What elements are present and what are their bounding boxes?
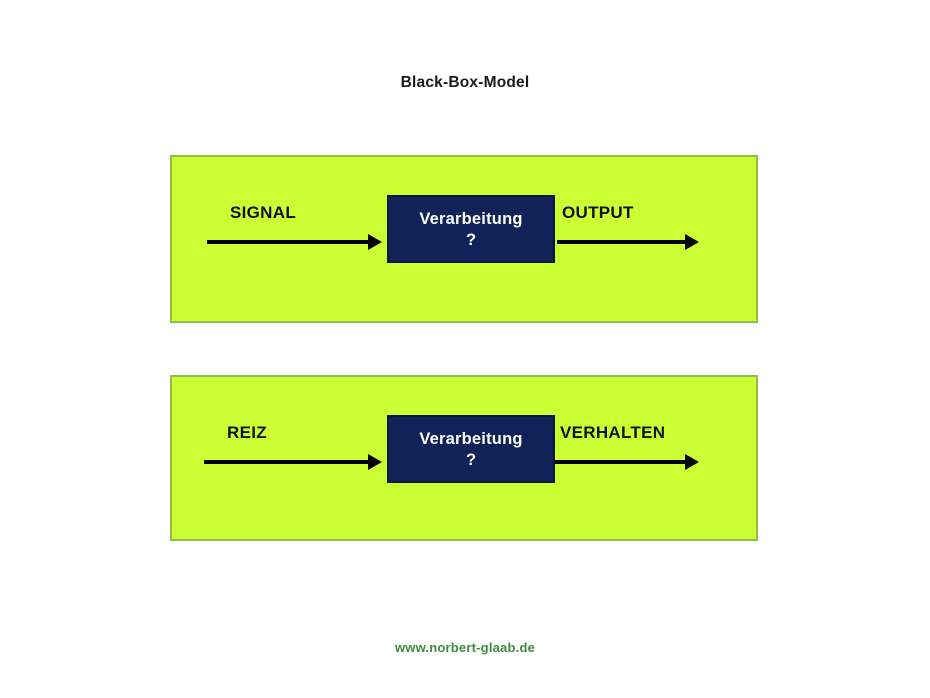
- processing-box-question: ?: [465, 230, 477, 249]
- arrow-head: [368, 234, 382, 250]
- output-arrow-icon: [557, 234, 699, 250]
- output-arrow-icon: [555, 454, 699, 470]
- arrow-shaft: [204, 460, 370, 464]
- input-arrow-icon: [204, 454, 382, 470]
- black-box-panel-reiz: REIZ Verarbeitung ? VERHALTEN: [170, 375, 758, 541]
- black-box-panel-signal: SIGNAL Verarbeitung ? OUTPUT: [170, 155, 758, 323]
- arrow-head: [685, 454, 699, 470]
- page-title: Black-Box-Model: [400, 74, 530, 91]
- input-label-reiz: REIZ: [227, 423, 267, 442]
- footer-website-url: www.norbert-glaab.de: [394, 640, 536, 655]
- input-label-signal: SIGNAL: [230, 203, 297, 222]
- output-label-verhalten: VERHALTEN: [560, 423, 666, 442]
- processing-box: Verarbeitung ?: [387, 195, 555, 263]
- input-arrow-icon: [207, 234, 382, 250]
- arrow-shaft: [555, 460, 687, 464]
- processing-box: Verarbeitung ?: [387, 415, 555, 483]
- output-label-output: OUTPUT: [562, 203, 634, 222]
- processing-box-title: Verarbeitung: [419, 209, 523, 228]
- processing-box-title: Verarbeitung: [419, 429, 523, 448]
- arrow-head: [685, 234, 699, 250]
- arrow-head: [368, 454, 382, 470]
- arrow-shaft: [207, 240, 370, 244]
- arrow-shaft: [557, 240, 687, 244]
- processing-box-question: ?: [465, 450, 477, 469]
